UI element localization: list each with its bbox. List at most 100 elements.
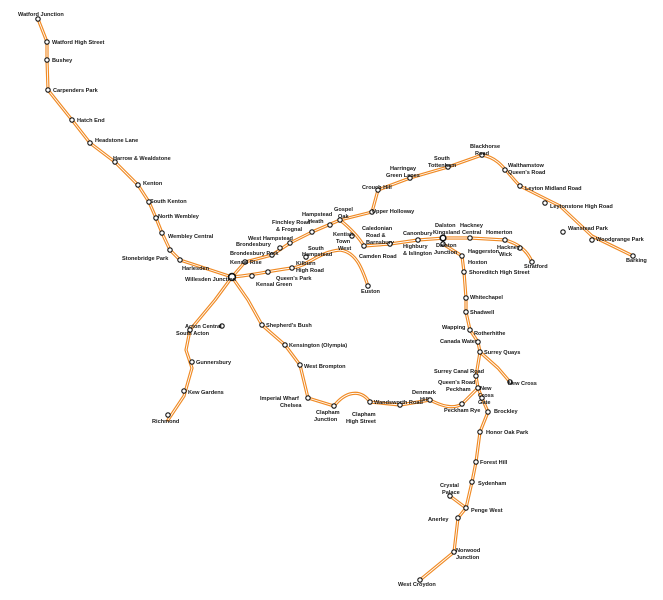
label-gospel-oak-2: Oak xyxy=(338,214,349,220)
station-marker[interactable] xyxy=(289,265,295,271)
station-marker[interactable] xyxy=(479,395,485,401)
station-marker[interactable] xyxy=(327,222,333,228)
station-marker[interactable] xyxy=(165,412,171,418)
station-marker[interactable] xyxy=(542,200,548,206)
station-marker[interactable] xyxy=(177,257,183,263)
label-highbury-1: Highbury xyxy=(403,244,428,250)
station-marker[interactable] xyxy=(367,399,373,405)
label-harringay-2: Green Lanes xyxy=(386,173,420,179)
station-marker[interactable] xyxy=(417,577,423,583)
station-marker[interactable] xyxy=(507,379,513,385)
station-marker[interactable] xyxy=(369,209,375,215)
station-marker[interactable] xyxy=(287,240,293,246)
station-marker[interactable] xyxy=(219,323,225,329)
label-wanstead-park: Wanstead Park xyxy=(568,226,609,232)
station-marker[interactable] xyxy=(242,259,248,265)
station-marker[interactable] xyxy=(303,254,309,260)
station-marker[interactable] xyxy=(517,183,523,189)
label-new-cross-gate-2: Cross xyxy=(478,393,494,399)
station-marker[interactable] xyxy=(447,493,453,499)
station-marker[interactable] xyxy=(415,237,421,243)
station-marker[interactable] xyxy=(153,215,159,221)
station-marker[interactable] xyxy=(349,233,355,239)
route-richmond-branch xyxy=(166,275,234,422)
station-marker[interactable] xyxy=(365,283,371,289)
station-marker[interactable] xyxy=(44,57,50,63)
station-marker[interactable] xyxy=(282,342,288,348)
station-marker[interactable] xyxy=(463,295,469,301)
label-sydenham: Sydenham xyxy=(478,481,506,487)
station-marker[interactable] xyxy=(159,230,165,236)
station-marker[interactable] xyxy=(630,253,636,259)
station-marker[interactable] xyxy=(361,243,367,249)
station-marker[interactable] xyxy=(305,395,311,401)
station-marker[interactable] xyxy=(475,339,481,345)
station-marker[interactable] xyxy=(463,309,469,315)
label-caledonian-1: Caledonian xyxy=(362,226,393,232)
station-marker[interactable] xyxy=(473,373,479,379)
station-marker[interactable] xyxy=(451,549,457,555)
station-marker[interactable] xyxy=(477,429,483,435)
station-marker[interactable] xyxy=(187,327,193,333)
station-marker[interactable] xyxy=(331,403,337,409)
station-marker[interactable] xyxy=(477,349,483,355)
station-marker[interactable] xyxy=(427,397,433,403)
station-marker[interactable] xyxy=(475,385,481,391)
station-marker[interactable] xyxy=(445,164,451,170)
station-marker[interactable] xyxy=(529,259,535,265)
station-marker[interactable] xyxy=(269,252,275,258)
station-marker[interactable] xyxy=(375,187,381,193)
station-marker[interactable] xyxy=(455,515,461,521)
label-acton-central: Acton Central xyxy=(185,324,222,330)
station-marker[interactable] xyxy=(407,175,413,181)
station-marker[interactable] xyxy=(44,39,50,45)
station-marker[interactable] xyxy=(87,140,93,146)
station-marker[interactable] xyxy=(485,409,491,415)
station-marker[interactable] xyxy=(297,362,303,368)
label-hatch-end: Hatch End xyxy=(77,118,105,124)
station-marker[interactable] xyxy=(469,479,475,485)
station-marker[interactable] xyxy=(397,402,403,408)
station-marker[interactable] xyxy=(265,269,271,275)
station-marker[interactable] xyxy=(112,159,118,165)
station-marker[interactable] xyxy=(45,87,51,93)
station-marker[interactable] xyxy=(467,327,473,333)
station-marker[interactable] xyxy=(135,182,141,188)
station-marker[interactable] xyxy=(560,229,566,235)
station-marker[interactable] xyxy=(69,117,75,123)
station-marker-interchange[interactable] xyxy=(227,272,237,282)
station-marker[interactable] xyxy=(502,237,508,243)
label-gunnersbury: Gunnersbury xyxy=(196,360,232,366)
station-marker[interactable] xyxy=(473,459,479,465)
label-carpenders-park: Carpenders Park xyxy=(53,88,99,94)
station-marker[interactable] xyxy=(249,273,255,279)
station-marker[interactable] xyxy=(459,401,465,407)
station-marker[interactable] xyxy=(181,388,187,394)
station-marker[interactable] xyxy=(589,237,595,243)
label-euston: Euston xyxy=(361,289,381,295)
label-new-cross-gate-3: Gate xyxy=(478,400,490,406)
station-marker[interactable] xyxy=(309,229,315,235)
station-marker[interactable] xyxy=(461,269,467,275)
station-labels: Watford Junction Watford High Street Bus… xyxy=(18,12,647,588)
station-marker[interactable] xyxy=(517,245,523,251)
station-marker[interactable] xyxy=(35,16,41,22)
route-core-9 xyxy=(479,351,511,383)
station-marker[interactable] xyxy=(259,322,265,328)
label-surrey-canal-road: Surrey Canal Road xyxy=(434,369,485,375)
station-marker[interactable] xyxy=(459,253,465,259)
station-marker[interactable] xyxy=(146,199,152,205)
station-marker[interactable] xyxy=(189,359,195,365)
label-peckham-rye: Peckham Rye xyxy=(444,408,480,414)
station-marker[interactable] xyxy=(337,217,343,223)
station-marker[interactable] xyxy=(167,247,173,253)
station-marker[interactable] xyxy=(440,241,446,247)
station-marker[interactable] xyxy=(467,235,473,241)
station-marker[interactable] xyxy=(479,152,485,158)
station-marker[interactable] xyxy=(463,505,469,511)
station-marker[interactable] xyxy=(502,167,508,173)
station-marker[interactable] xyxy=(277,245,283,251)
station-marker-interchange[interactable] xyxy=(439,234,447,242)
station-marker[interactable] xyxy=(387,241,393,247)
label-kentish-town-west-1: Kentish xyxy=(333,232,354,238)
